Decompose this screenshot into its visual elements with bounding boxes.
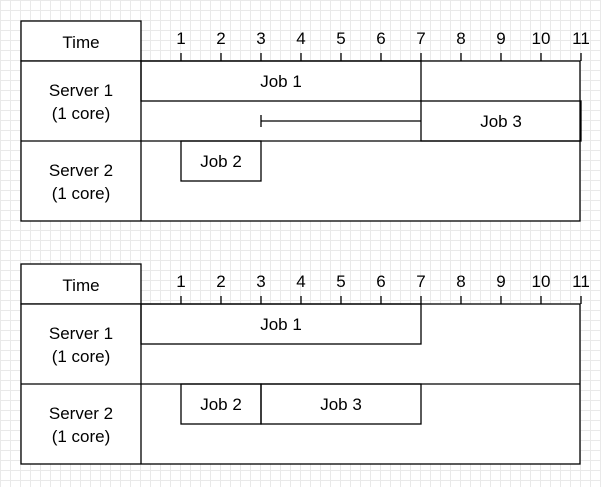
diagram-1-tick-label: 4 <box>296 29 305 48</box>
diagram-1-job-label: Job 1 <box>260 72 302 91</box>
diagram-2-tick-label: 9 <box>496 272 505 291</box>
diagram-2-tick-label: 3 <box>256 272 265 291</box>
diagram-2-job-label: Job 1 <box>260 315 302 334</box>
diagram-1-time-header-cell <box>20 20 142 62</box>
diagram-2-tick-label: 1 <box>176 272 185 291</box>
diagram-2-job-box <box>140 303 422 345</box>
diagram-1-job-label: Job 2 <box>200 152 242 171</box>
diagram-1-job-box <box>420 100 582 142</box>
diagram-2-job-box <box>260 383 422 425</box>
diagram-2-tick-label: 11 <box>572 272 590 291</box>
diagram-2-tick-label: 7 <box>416 272 425 291</box>
diagram-1-tick-label: 11 <box>572 29 590 48</box>
diagram-2-tick-label: 6 <box>376 272 385 291</box>
diagram-1-tick-label: 9 <box>496 29 505 48</box>
diagram-1-job-label: Job 3 <box>480 112 522 131</box>
diagram-1-tick-label: 1 <box>176 29 185 48</box>
diagram-2-time-header-cell <box>20 263 142 305</box>
diagram-2-job-label: Job 3 <box>320 395 362 414</box>
diagram-2-tick-label: 5 <box>336 272 345 291</box>
diagram-1-time-label: Time <box>62 33 99 52</box>
diagram-2-tick-label: 4 <box>296 272 305 291</box>
diagram-2-server-1-name: Server 1 <box>49 324 113 343</box>
diagram-1-job-box <box>180 140 262 182</box>
diagram-2-tick-label: 10 <box>532 272 551 291</box>
diagram-1-job-box <box>140 60 422 102</box>
diagram-1-tick-label: 5 <box>336 29 345 48</box>
diagram-1-server-1-cores: (1 core) <box>52 104 111 123</box>
diagram-1-server-2-cores: (1 core) <box>52 184 111 203</box>
diagram-1-tick-label: 3 <box>256 29 265 48</box>
diagram-2-tick-label: 2 <box>216 272 225 291</box>
diagram-1-tick-label: 10 <box>532 29 551 48</box>
diagram-2-job-label: Job 2 <box>200 395 242 414</box>
diagram-1-tick-label: 8 <box>456 29 465 48</box>
diagram-2-time-label: Time <box>62 276 99 295</box>
diagram-1-tick-label: 6 <box>376 29 385 48</box>
diagram-2-tick-label: 8 <box>456 272 465 291</box>
diagram-1-server-1-name: Server 1 <box>49 81 113 100</box>
diagram-1-server-2-name: Server 2 <box>49 161 113 180</box>
diagram-2-server-2-name: Server 2 <box>49 404 113 423</box>
diagram-2-server-2-cores: (1 core) <box>52 427 111 446</box>
diagram-1-tick-label: 2 <box>216 29 225 48</box>
diagram-1-tick-label: 7 <box>416 29 425 48</box>
diagram-2-server-1-cores: (1 core) <box>52 347 111 366</box>
